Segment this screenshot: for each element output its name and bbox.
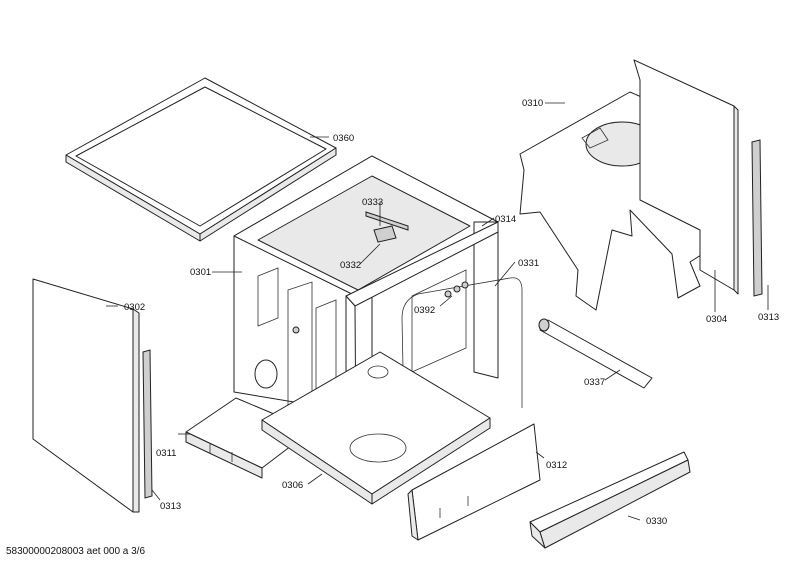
part-0304-rear-panel: [633, 59, 739, 295]
label-0312: 0312: [546, 460, 567, 471]
label-0360: 0360: [333, 133, 354, 144]
part-0301-tub-assembly: [233, 155, 499, 453]
part-0302-side-panel: [32, 278, 140, 513]
part-0360-top-cover: [65, 77, 337, 242]
part-0313-seal-strip-left: [142, 349, 153, 499]
part-0311-plinth-left: [185, 397, 313, 479]
part-labels: 0360 0333 0314 0301 0332 0302 0331 0392 …: [124, 98, 779, 527]
part-0333-latch-rod: [365, 211, 409, 231]
label-0333: 0333: [362, 197, 383, 208]
leader-lines: [106, 102, 769, 521]
label-0330: 0330: [646, 516, 667, 527]
label-0313-right: 0313: [758, 312, 779, 323]
label-0337: 0337: [584, 377, 605, 388]
part-0313-seal-strip-right: [751, 139, 763, 297]
label-0306: 0306: [282, 480, 303, 491]
label-0332: 0332: [340, 260, 361, 271]
label-0310: 0310: [522, 98, 543, 109]
label-0331: 0331: [518, 258, 539, 269]
label-0301: 0301: [190, 267, 211, 278]
label-0392: 0392: [414, 305, 435, 316]
part-0332-latch-bracket: [373, 225, 397, 243]
label-0313-left: 0313: [160, 501, 181, 512]
part-0337-spray-tube: [538, 318, 653, 389]
document-id-footer: 58300000208003 aet 000 a 3/6: [6, 546, 146, 557]
label-0311: 0311: [156, 448, 176, 459]
part-0392-fasteners: [444, 281, 469, 298]
label-0302: 0302: [124, 302, 145, 313]
part-0312-plinth-front: [407, 423, 541, 541]
label-0314: 0314: [495, 214, 516, 225]
label-0304: 0304: [706, 314, 727, 325]
part-0330-bottom-rail: [529, 451, 691, 549]
part-0306-base-tray: [261, 351, 491, 505]
